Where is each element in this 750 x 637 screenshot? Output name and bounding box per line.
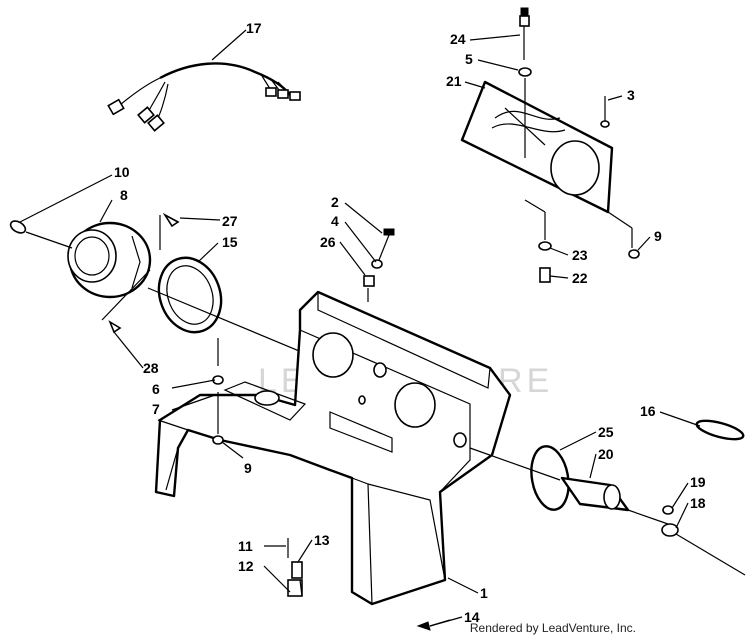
speedometer-bezel[interactable] bbox=[149, 249, 231, 341]
callout-26: 26 bbox=[320, 234, 336, 250]
decal-hardware[interactable] bbox=[518, 7, 640, 283]
decal-plate[interactable] bbox=[460, 80, 614, 214]
callout-3: 3 bbox=[627, 87, 635, 103]
callout-6: 6 bbox=[152, 381, 160, 397]
callout-18: 18 bbox=[690, 495, 706, 511]
callout-10: 10 bbox=[114, 164, 130, 180]
callout-15: 15 bbox=[222, 234, 238, 250]
callout-11: 11 bbox=[238, 538, 253, 554]
callout-7: 7 bbox=[152, 401, 160, 417]
callout-5: 5 bbox=[465, 51, 473, 67]
callout-16: 16 bbox=[640, 403, 656, 419]
leader-lines bbox=[19, 34, 701, 627]
clamp-ring[interactable] bbox=[695, 417, 745, 443]
callout-14: 14 bbox=[464, 609, 480, 625]
callout-28: 28 bbox=[143, 360, 159, 376]
callout-27: 27 bbox=[222, 213, 238, 229]
callout-20: 20 bbox=[598, 446, 614, 462]
speedometer[interactable] bbox=[67, 221, 152, 299]
callout-24: 24 bbox=[450, 31, 466, 47]
callout-23: 23 bbox=[572, 247, 588, 263]
callout-13: 13 bbox=[314, 532, 330, 548]
callout-22: 22 bbox=[572, 270, 588, 286]
side-gauge[interactable] bbox=[469, 447, 746, 576]
callout-17: 17 bbox=[246, 20, 262, 36]
callout-labels: 17 24 5 21 3 10 8 27 15 2 4 26 9 23 22 2… bbox=[114, 20, 706, 625]
callout-19: 19 bbox=[690, 474, 706, 490]
wiring-harness[interactable] bbox=[107, 29, 301, 132]
callout-21: 21 bbox=[446, 73, 462, 89]
callout-25: 25 bbox=[598, 424, 614, 440]
callout-2: 2 bbox=[331, 194, 339, 210]
callout-9-lower: 9 bbox=[244, 460, 252, 476]
gauge-ring[interactable] bbox=[527, 443, 574, 512]
callout-12: 12 bbox=[238, 558, 254, 574]
dash-panel[interactable] bbox=[154, 290, 512, 606]
speedometer-bulb[interactable] bbox=[9, 219, 73, 249]
callout-9-upper: 9 bbox=[654, 228, 662, 244]
callout-8: 8 bbox=[120, 187, 128, 203]
callout-1: 1 bbox=[480, 585, 488, 601]
panel-hardware-center[interactable] bbox=[212, 228, 395, 445]
render-credit: Rendered by LeadVenture, Inc. bbox=[469, 621, 636, 635]
callout-4: 4 bbox=[331, 213, 339, 229]
